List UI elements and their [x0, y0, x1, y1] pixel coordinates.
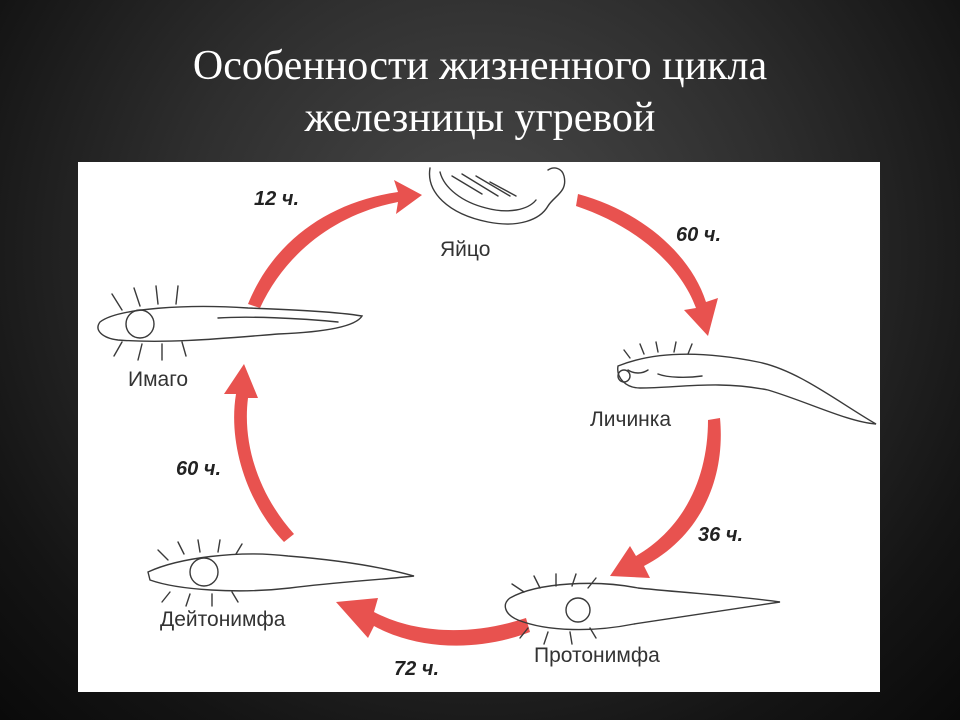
- stage-label-deutonymph: Дейтонимфа: [160, 608, 286, 631]
- duration-egg-to-larva: 60 ч.: [676, 224, 722, 246]
- larva-illustration: [617, 341, 877, 425]
- stage-label-larva: Личинка: [590, 408, 672, 431]
- cycle-drawing: [97, 167, 877, 646]
- stage-label-protonymph: Протонимфа: [534, 644, 660, 667]
- egg-illustration: [428, 167, 566, 225]
- arrow-deutonymph-to-imago: [224, 364, 294, 542]
- title-line-1: Особенности жизненного цикла: [192, 43, 768, 89]
- protonymph-illustration: [504, 573, 781, 645]
- arrow-egg-to-larva: [576, 194, 718, 336]
- arrow-protonymph-to-deutonymph: [336, 598, 530, 646]
- arrow-larva-to-protonymph: [610, 418, 721, 578]
- stage-label-imago: Имаго: [128, 368, 189, 391]
- life-cycle-diagram: Яйцо Личинка Протонимфа Дейтонимфа Имаго…: [78, 162, 880, 692]
- deutonymph-illustration: [147, 539, 415, 607]
- duration-deutonymph-to-imago: 60 ч.: [176, 458, 222, 480]
- imago-illustration: [97, 285, 364, 361]
- stage-label-egg: Яйцо: [440, 238, 491, 261]
- duration-imago-to-egg: 12 ч.: [254, 188, 300, 210]
- duration-protonymph-to-deutonymph: 72 ч.: [394, 658, 440, 680]
- slide-title: Особенности жизненного цикла железницы у…: [0, 40, 960, 144]
- title-line-2: железницы угревой: [304, 95, 656, 141]
- arrow-imago-to-egg: [248, 180, 422, 308]
- duration-larva-to-protonymph: 36 ч.: [698, 524, 744, 546]
